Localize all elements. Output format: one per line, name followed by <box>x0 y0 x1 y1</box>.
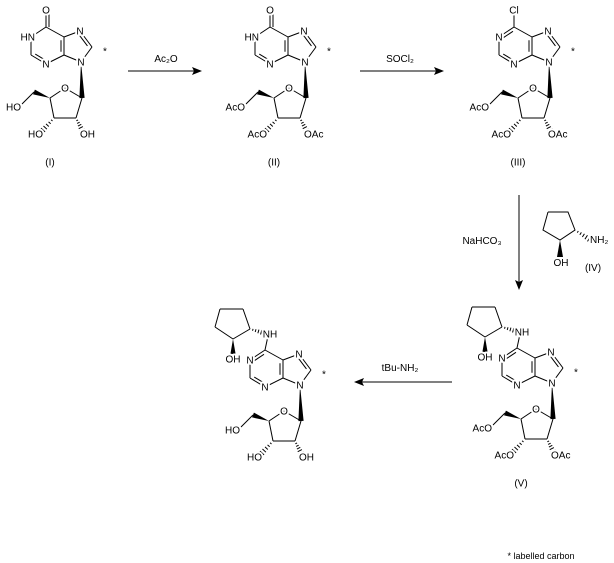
reagent-step4: tBu-NH₂ <box>382 363 419 374</box>
compound-i: O HN N N N O * HO HO OH (I) <box>4 4 107 169</box>
compound-label: (IV) <box>585 263 601 274</box>
n9-label: N <box>301 58 308 69</box>
n3-label: N <box>510 60 517 71</box>
labelled-carbon-star: * <box>103 47 107 58</box>
amine-nh-label: NH <box>263 330 277 341</box>
substituent-o: O <box>42 6 50 17</box>
n7-label: N <box>547 348 554 359</box>
wedge-bond <box>547 62 553 99</box>
wedge-bond <box>230 339 236 354</box>
o3-substituent: AcO <box>248 130 268 141</box>
n1-label: HN <box>245 33 259 44</box>
substituent-cl: Cl <box>509 6 518 17</box>
compound-label: (II) <box>268 158 280 169</box>
arrow-step2 <box>360 67 444 75</box>
compound-ii: O HN N N N O * AcO AcO OAc (II) <box>224 4 332 169</box>
n9-label: N <box>545 58 552 69</box>
o5-substituent: AcO <box>473 424 493 435</box>
n3-label: N <box>261 383 268 394</box>
n3-label: N <box>266 60 273 71</box>
n9-label: N <box>296 381 303 392</box>
compound-v: NH OH N N N N O * AcO AcO OAc (V) <box>466 306 578 490</box>
n3-label: N <box>513 381 520 392</box>
n1-label: N <box>498 354 505 365</box>
wedge-bond <box>257 89 274 98</box>
ring-oxygen-label: O <box>285 84 293 95</box>
o2-substituent: OAc <box>551 451 570 462</box>
compound-label: (I) <box>45 158 54 169</box>
o3-substituent: AcO <box>492 130 512 141</box>
o2-substituent: OH <box>299 453 314 464</box>
labelled-carbon-star: * <box>322 370 326 381</box>
wedge-bond <box>501 89 518 98</box>
o2-substituent: OAc <box>548 130 567 141</box>
n3-label: N <box>42 60 49 71</box>
arrow-step3 <box>515 195 523 290</box>
o3-substituent: HO <box>247 453 262 464</box>
amine-nh-label: NH <box>515 328 529 339</box>
o5-substituent: HO <box>6 103 21 114</box>
labelled-carbon-star: * <box>571 47 575 58</box>
o2-substituent: OH <box>80 130 95 141</box>
o5-substituent: HO <box>225 426 240 437</box>
o2-substituent: OAc <box>304 130 323 141</box>
labelled-carbon-star: * <box>574 368 578 379</box>
wedge-bond <box>550 383 556 420</box>
n1-label: N <box>246 356 253 367</box>
wedge-bond <box>79 62 85 99</box>
wedge-bond <box>504 410 521 419</box>
ring-oxygen-label: O <box>529 84 537 95</box>
o5-substituent: AcO <box>226 103 246 114</box>
n7-label: N <box>300 27 307 38</box>
wedge-bond <box>33 89 50 98</box>
compound-label: (III) <box>511 158 526 169</box>
hydroxyl-label: OH <box>554 258 569 269</box>
n9-label: N <box>548 379 555 390</box>
n7-label: N <box>544 27 551 38</box>
n7-label: N <box>76 27 83 38</box>
n7-label: N <box>295 350 302 361</box>
wedge-bond <box>298 385 304 422</box>
o5-substituent: AcO <box>470 103 490 114</box>
wedge-bond <box>252 412 269 421</box>
compound-label: (V) <box>514 479 527 490</box>
n9-label: N <box>77 58 84 69</box>
ring-oxygen-label: O <box>280 407 288 418</box>
ring-oxygen-label: O <box>61 84 69 95</box>
o3-substituent: HO <box>28 130 43 141</box>
amine-label: NH₂ <box>590 235 608 246</box>
reagent-step3: NaHCO₃ <box>462 236 501 247</box>
hydroxyl-label: OH <box>478 353 493 364</box>
reagent-step2: SOCl₂ <box>386 54 414 65</box>
labelled-carbon-star: * <box>327 47 331 58</box>
wedge-bond <box>482 337 488 352</box>
footnote: * labelled carbon <box>507 551 574 561</box>
arrow-step4 <box>354 378 452 386</box>
compound-iv: NH₂ OH (IV) <box>542 211 610 274</box>
substituent-o: O <box>266 6 274 17</box>
compound-iii: ClN N N N O * AcO AcO OAc (III) <box>468 4 576 169</box>
n1-label: N <box>495 33 502 44</box>
arrow-step1 <box>128 67 202 75</box>
n1-label: HN <box>21 33 35 44</box>
o3-substituent: AcO <box>495 451 515 462</box>
wedge-bond <box>303 62 309 99</box>
reagent-step1: Ac₂O <box>154 54 178 65</box>
hydroxyl-label: OH <box>226 355 241 366</box>
compound-vi: NH OH N N N N O * HO HO OH <box>214 308 326 466</box>
ring-oxygen-label: O <box>532 405 540 416</box>
